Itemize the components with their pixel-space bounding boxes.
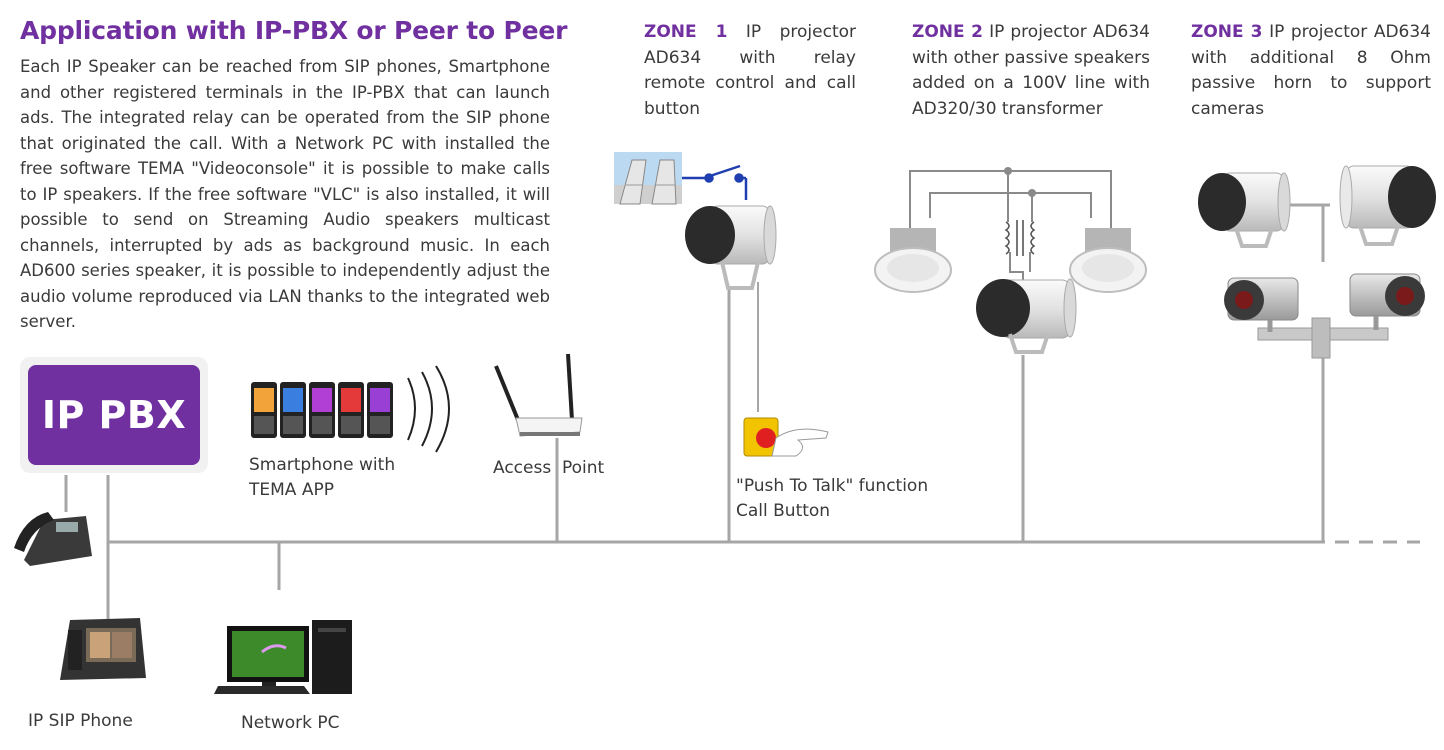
ip-pbx-label: IP PBX <box>28 365 200 465</box>
zone-1-description: ZONE 1 IP projector AD634 with relay rem… <box>644 20 856 122</box>
zone-3-name: ZONE 3 <box>1191 22 1263 42</box>
smartphone-label-line-2: TEMA APP <box>249 480 334 500</box>
projector-speaker-icon <box>685 205 777 290</box>
push-to-talk-label-line-1: "Push To Talk" function <box>736 476 929 496</box>
video-phone-icon <box>60 618 146 680</box>
smartphone-icon <box>367 382 393 438</box>
projector-speaker-icon <box>1339 165 1436 246</box>
smartphone-label: Smartphone with TEMA APP <box>249 453 395 503</box>
intro-paragraph: Each IP Speaker can be reached from SIP … <box>20 57 550 331</box>
zone-1-text: IP projector AD634 with relay remote con… <box>644 22 857 119</box>
zone-2-text: IP projector AD634 with other passive sp… <box>912 22 1150 119</box>
gate-icon <box>614 152 682 205</box>
network-pc-label: Network PC <box>241 713 340 733</box>
push-button-icon <box>743 417 829 457</box>
cctv-camera-icon <box>1224 277 1299 332</box>
push-to-talk-label-line-2: Call Button <box>736 501 831 521</box>
smartphone-icon <box>309 382 335 438</box>
transformer-icon <box>1004 220 1036 256</box>
projector-speaker-icon <box>976 278 1077 354</box>
smartphone-icon <box>280 382 306 438</box>
push-to-talk-label: "Push To Talk" function Call Button <box>736 474 928 524</box>
ip-pbx-box: IP PBX <box>20 357 208 473</box>
router-icon <box>494 353 583 437</box>
cctv-camera-icon <box>1349 273 1425 330</box>
zone-3-description: ZONE 3 IP projector AD634 with additiona… <box>1191 20 1431 122</box>
network-bus <box>64 203 1330 620</box>
projector-speaker-icon <box>1198 172 1291 248</box>
zone-1-name: ZONE 1 <box>644 22 728 42</box>
smartphone-label-line-1: Smartphone with <box>249 455 396 475</box>
ip-sip-phone-label: IP SIP Phone <box>28 711 133 731</box>
desktop-pc-icon <box>214 620 352 694</box>
smartphone-icon <box>338 382 364 438</box>
zone-2-description: ZONE 2 IP projector AD634 with other pas… <box>912 20 1150 122</box>
ceiling-speaker-icon <box>874 228 952 293</box>
page-title: Application with IP-PBX or Peer to Peer <box>20 16 568 45</box>
smartphone-icon <box>251 382 277 438</box>
zone-2-name: ZONE 2 <box>912 22 984 42</box>
wifi-waves-icon <box>407 365 450 453</box>
desk-phone-icon <box>14 512 92 566</box>
relay-switch-icon <box>682 164 748 200</box>
camera-bracket <box>1257 317 1389 359</box>
zone-3-text: IP projector AD634 with additional 8 Ohm… <box>1191 22 1431 119</box>
ceiling-speaker-icon <box>1069 228 1147 293</box>
access-point-label: Access Point <box>493 458 605 478</box>
